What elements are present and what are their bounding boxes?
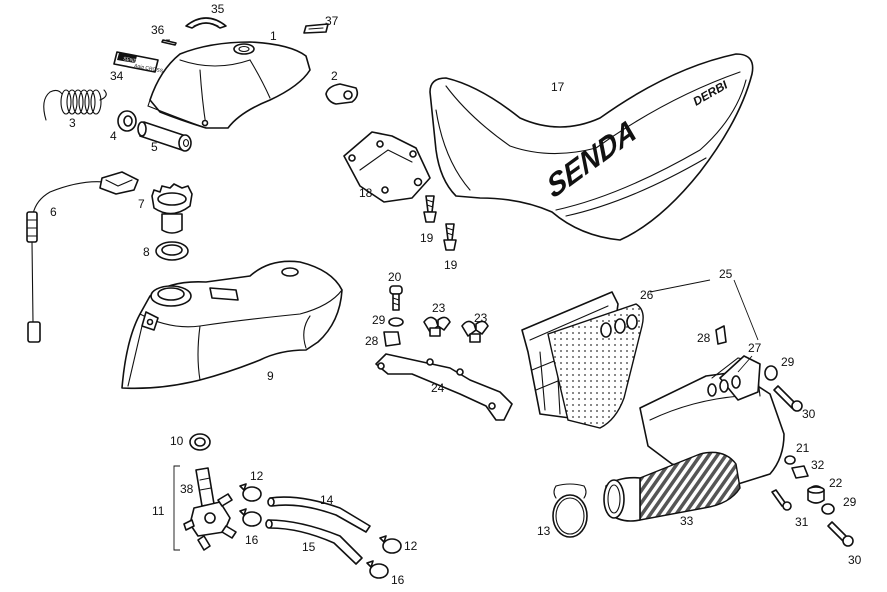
callout-29-a: 29 (372, 313, 386, 327)
callout-17: 17 (551, 80, 565, 94)
part-6-sensor (26, 171, 139, 343)
callout-19-b: 19 (444, 258, 458, 272)
callout-34: 34 (110, 69, 124, 83)
callout-3: 3 (69, 116, 76, 130)
part-32-nut (791, 465, 809, 479)
callout-2: 2 (331, 69, 338, 83)
callout-35: 35 (211, 2, 225, 16)
callout-26: 26 (640, 288, 654, 302)
part-21-washer (784, 455, 796, 465)
part-4-washer (117, 110, 137, 132)
part-30-bolt-a (773, 385, 803, 412)
callout-5: 5 (151, 140, 158, 154)
part-17-seat: SENDA DERBI (429, 53, 754, 241)
part-18-bracket (343, 131, 431, 203)
callout-16-b: 16 (391, 573, 405, 587)
callout-29-b: 29 (781, 355, 795, 369)
part-23-wing-nut-b (461, 320, 489, 343)
callout-28-b: 28 (697, 331, 711, 345)
callout-labels: 1 2 3 4 5 6 7 8 9 10 11 12 12 13 14 15 1… (50, 2, 862, 587)
callout-6: 6 (50, 205, 57, 219)
part-15-hose (265, 519, 363, 565)
callout-14: 14 (320, 493, 334, 507)
part-7-fuel-cap (151, 183, 193, 234)
callout-12-a: 12 (250, 469, 264, 483)
callout-15: 15 (302, 540, 316, 554)
callout-7: 7 (138, 197, 145, 211)
sticker-text: Agip CROSS (134, 63, 164, 75)
sticker-brand: SENDA (123, 56, 142, 65)
callout-33: 33 (680, 514, 694, 528)
leader-lines (166, 39, 759, 373)
callout-37: 37 (325, 14, 339, 28)
callout-20: 20 (388, 270, 402, 284)
part-26-filter-element (547, 303, 644, 429)
part-10-clamp (189, 433, 211, 451)
part-29-washer-center (388, 317, 404, 327)
callout-38: 38 (180, 482, 194, 496)
part-12-clamp-b (379, 535, 402, 554)
callout-22: 22 (829, 476, 843, 490)
part-28-clip-right (715, 325, 727, 345)
callout-4: 4 (110, 129, 117, 143)
part-28-clip-center (383, 331, 401, 347)
part-20-screw (389, 285, 403, 311)
callout-10: 10 (170, 434, 184, 448)
callout-19-a: 19 (420, 231, 434, 245)
part-30-bolt-b (827, 521, 854, 547)
callout-28-a: 28 (365, 334, 379, 348)
part-16-clamp-a (239, 508, 262, 527)
callout-36: 36 (151, 23, 165, 37)
part-14-hose (267, 496, 371, 533)
part-9-fuel-tank (121, 260, 343, 390)
part-34-sticker: SENDA Agip CROSS (113, 51, 164, 75)
callout-11: 11 (152, 504, 165, 518)
part-1-tank-cover (147, 41, 311, 129)
callout-30-b: 30 (848, 553, 862, 567)
part-27-airbox (639, 355, 785, 485)
callout-29-c: 29 (843, 495, 857, 509)
callout-24: 24 (431, 381, 445, 395)
part-23-wing-nut-a (423, 316, 451, 337)
part-19-screw-a (423, 195, 437, 223)
callout-23-a: 23 (432, 301, 446, 315)
part-13-ring-clamp (552, 483, 588, 538)
part-29-washer-right-a (764, 365, 778, 381)
callout-27: 27 (748, 341, 762, 355)
part-22-grommet (807, 485, 825, 504)
part-12-clamp-a (239, 483, 262, 502)
callout-30-a: 30 (802, 407, 816, 421)
part-11-fuel-tap (183, 467, 237, 551)
part-31-screw (771, 489, 792, 511)
callout-8: 8 (143, 245, 150, 259)
callout-21: 21 (796, 441, 810, 455)
part-33-intake-boot (603, 451, 741, 522)
callout-32: 32 (811, 458, 825, 472)
part-5-sleeve (137, 121, 192, 152)
callout-16-a: 16 (245, 533, 259, 547)
bracket-11 (173, 465, 180, 551)
callout-1: 1 (270, 29, 277, 43)
part-24-bracket (375, 353, 513, 421)
part-35-grommet (185, 17, 227, 29)
part-16-clamp-b (366, 560, 389, 579)
part-36-screw (161, 39, 177, 46)
part-29-washer-right-b (821, 503, 835, 515)
callout-23-b: 23 (474, 311, 488, 325)
part-8-gasket (155, 241, 189, 261)
part-3-spring (43, 89, 107, 121)
part-2-clip (325, 83, 359, 105)
callout-9: 9 (267, 369, 274, 383)
callout-31: 31 (795, 515, 809, 529)
part-37-decal (303, 23, 329, 34)
callout-25: 25 (719, 267, 733, 281)
callout-12-b: 12 (404, 539, 418, 553)
callout-13: 13 (537, 524, 551, 538)
callout-18: 18 (359, 186, 373, 200)
part-19-screw-b (443, 223, 457, 251)
